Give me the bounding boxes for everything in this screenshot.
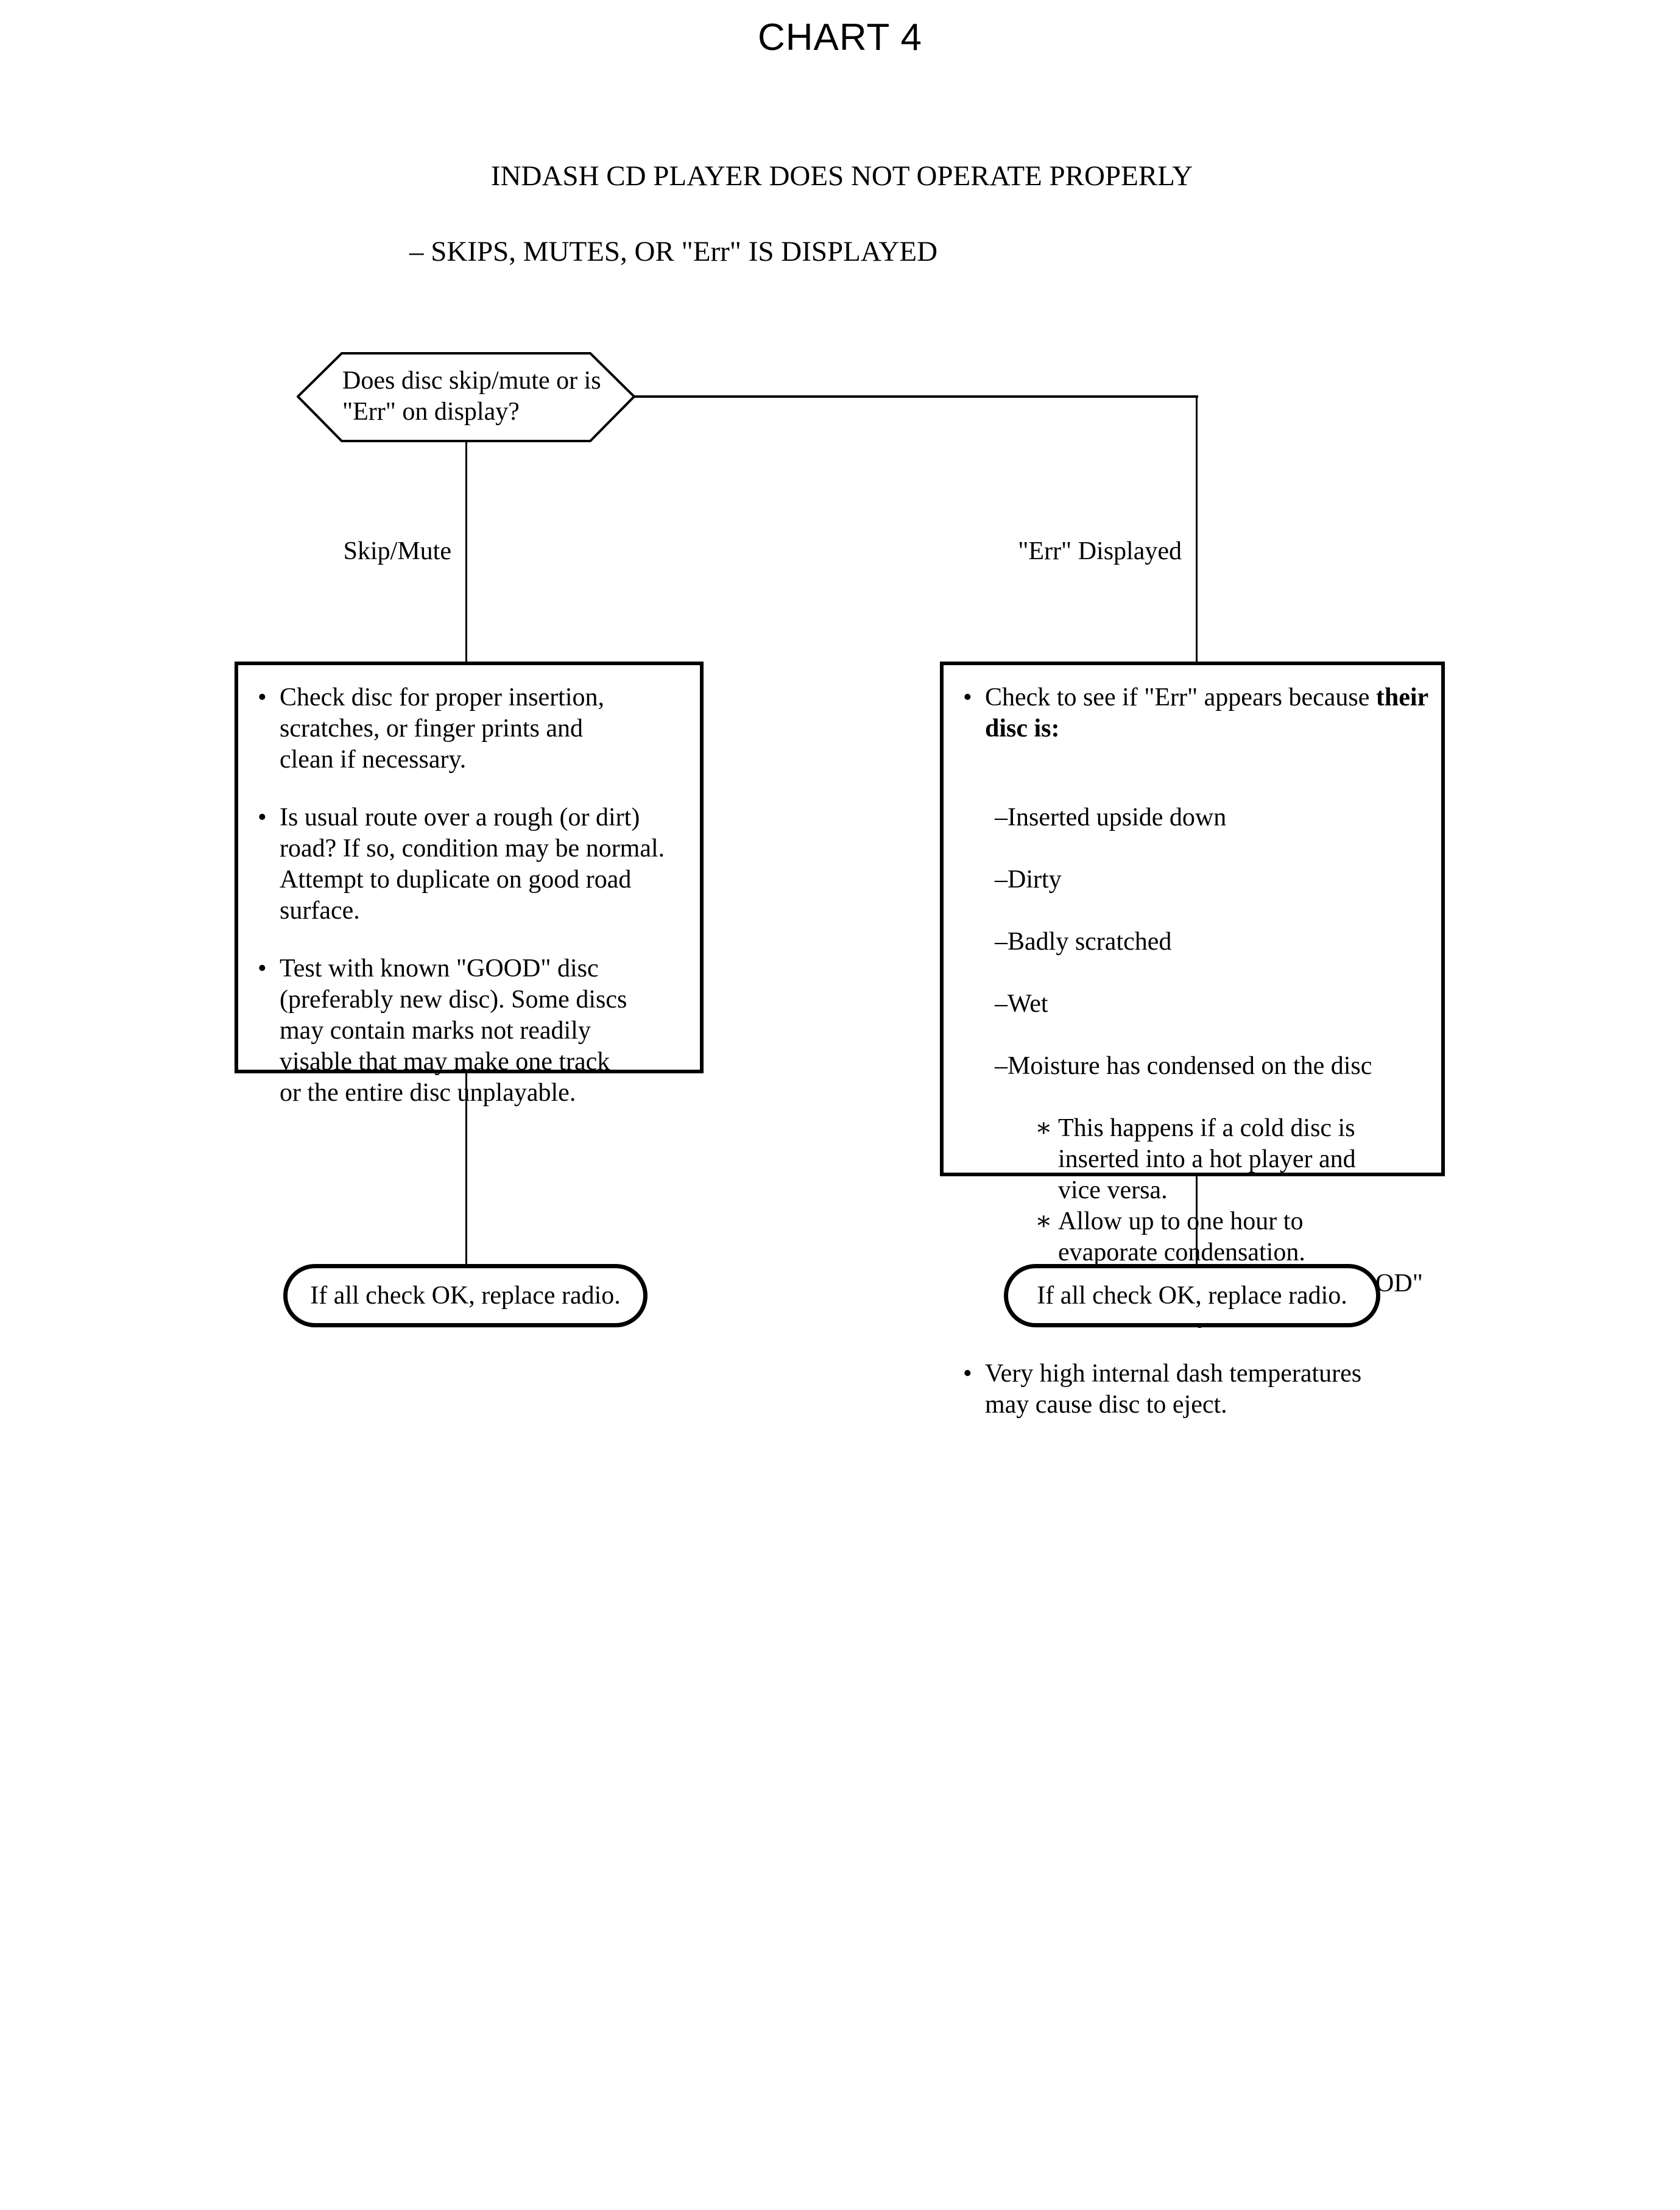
decision-node: Does disc skip/mute or is "Err" on displ…	[297, 352, 635, 442]
dash-item-text: Badly scratched	[1008, 928, 1172, 956]
list-item-text: Check disc for proper insertion, scratch…	[280, 683, 605, 774]
dash-item-text: Wet	[1008, 990, 1048, 1019]
bullet-icon: •	[963, 1360, 972, 1388]
bullet-icon: •	[258, 803, 267, 832]
dash-item-text: Dirty	[1008, 866, 1062, 894]
subtitle-line-2: – SKIPS, MUTES, OR "Err" IS DISPLAYED	[409, 236, 938, 268]
dash-item-text: Inserted upside down	[1008, 803, 1227, 832]
terminator-right: If all check OK, replace radio.	[1004, 1264, 1380, 1327]
list-item: • Test with known "GOOD" disc (preferabl…	[252, 953, 689, 1109]
star-item: ∗ Allow up to one hour to evaporate cond…	[1035, 1206, 1433, 1268]
connector-right-vertical	[1196, 395, 1198, 665]
branch-label-skip-mute: Skip/Mute	[343, 537, 451, 565]
list-item-text: Very high internal dash temperatures may…	[985, 1360, 1362, 1419]
list-item-text: Is usual route over a rough (or dirt) ro…	[280, 803, 665, 925]
left-box-bullet-list: • Check disc for proper insertion, scrat…	[238, 665, 700, 1107]
hexagon-shape	[297, 352, 635, 442]
star-item: ∗ This happens if a cold disc is inserte…	[1035, 1113, 1433, 1206]
dash-item: –Wet	[995, 989, 1433, 1020]
dash-icon: –	[995, 928, 1008, 956]
dash-item: –Badly scratched	[995, 927, 1433, 958]
right-process-box: • Check to see if "Err" appears because …	[940, 662, 1445, 1419]
terminator-left: If all check OK, replace radio.	[283, 1264, 648, 1327]
dash-sublist: –Inserted upside down –Dirty –Badly scra…	[995, 771, 1433, 1113]
dash-icon: –	[995, 1052, 1008, 1081]
bullet-icon: •	[963, 683, 972, 711]
connector-right-horizontal	[634, 395, 1198, 398]
dash-item-text: Moisture has condensed on the disc	[1008, 1052, 1372, 1081]
list-item: • Check disc for proper insertion, scrat…	[252, 682, 689, 775]
branch-label-err-displayed: "Err" Displayed	[1018, 537, 1182, 565]
dash-item: –Moisture has condensed on the disc	[995, 1051, 1433, 1082]
subtitle-line-1: INDASH CD PLAYER DOES NOT OPERATE PROPER…	[490, 160, 1193, 192]
asterisk-icon: ∗	[1035, 1114, 1053, 1143]
list-item-text: Check to see if "Err" appears because th…	[985, 682, 1433, 744]
dash-item: –Inserted upside down	[995, 802, 1433, 833]
page-title: CHART 4	[757, 16, 922, 58]
page-subtitle: INDASH CD PLAYER DOES NOT OPERATE PROPER…	[409, 119, 1274, 308]
right-box-bullet-list: • Check to see if "Err" appears because …	[944, 665, 1441, 1419]
terminator-right-label: If all check OK, replace radio.	[1037, 1282, 1347, 1310]
list-item: • Very high internal dash temperatures m…	[957, 1358, 1433, 1421]
dash-icon: –	[995, 990, 1008, 1019]
connector-left-box-to-terminator	[465, 1073, 467, 1265]
connector-right-box-to-terminator	[1196, 1176, 1198, 1265]
terminator-left-label: If all check OK, replace radio.	[310, 1282, 621, 1310]
list-item: • Is usual route over a rough (or dirt) …	[252, 802, 689, 927]
dash-icon: –	[995, 866, 1008, 894]
list-item-text: Test with known "GOOD" disc (preferably …	[280, 955, 627, 1107]
list-item: • Check to see if "Err" appears because …	[957, 682, 1433, 744]
left-process-box: • Check disc for proper insertion, scrat…	[235, 662, 704, 1107]
asterisk-icon: ∗	[1035, 1207, 1053, 1236]
list-item-lead: Check to see if "Err" appears because	[985, 683, 1376, 711]
decision-label: Does disc skip/mute or is "Err" on displ…	[342, 367, 601, 426]
list-item-emphasis: their disc is:	[985, 683, 1428, 743]
bullet-icon: •	[258, 683, 267, 711]
star-item-text: This happens if a cold disc is inserted …	[1058, 1114, 1356, 1205]
connector-left-vertical	[465, 440, 467, 665]
dash-item: –Dirty	[995, 864, 1433, 895]
dash-icon: –	[995, 803, 1008, 832]
star-item-text: Allow up to one hour to evaporate conden…	[1058, 1207, 1305, 1267]
bullet-icon: •	[258, 955, 267, 983]
